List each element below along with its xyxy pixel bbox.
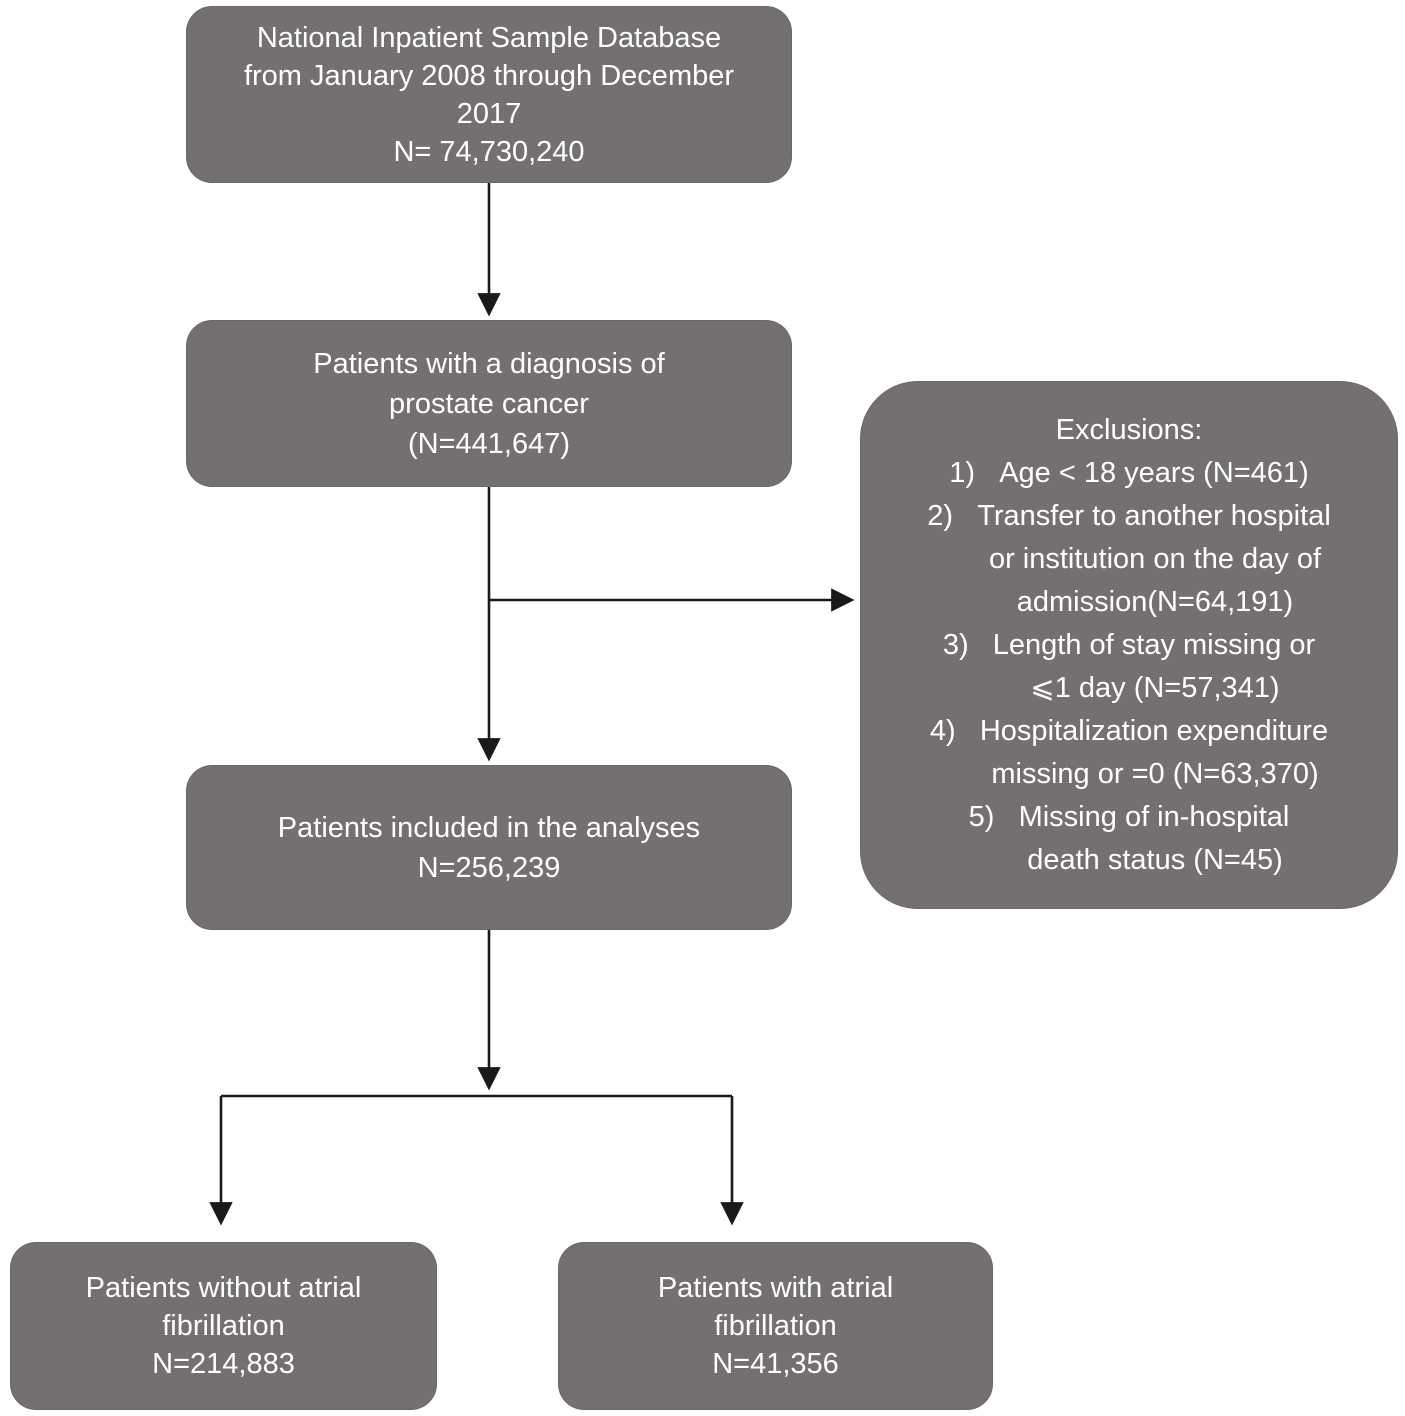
exclusion-item-5: 5) Missing of in-hospital — [968, 800, 1290, 833]
included-box-count: N=256,239 — [417, 851, 561, 884]
diagnosis-box-line-1: Patients with a diagnosis of — [313, 347, 665, 380]
source-box: National Inpatient Sample Database from … — [186, 6, 792, 183]
with-af-line-2: fibrillation — [714, 1310, 837, 1342]
without-af-box: Patients without atrial fibrillation N=2… — [10, 1242, 437, 1410]
exclusion-item-2: 2) Transfer to another hospital — [927, 499, 1331, 532]
included-box: Patients included in the analyses N=256,… — [186, 765, 792, 930]
exclusions-title: Exclusions: — [1055, 413, 1203, 446]
diagnosis-box: Patients with a diagnosis of prostate ca… — [186, 320, 792, 487]
without-af-line-1: Patients without atrial — [85, 1272, 362, 1304]
source-box-line-2: from January 2008 through December — [243, 59, 735, 92]
diagnosis-box-line-2: prostate cancer — [389, 387, 589, 420]
exclusion-item-3-cont-1: ⩽1 day (N=57,341) — [1030, 671, 1280, 704]
exclusion-item-4: 4) Hospitalization expenditure — [929, 714, 1329, 747]
source-box-line-1: National Inpatient Sample Database — [256, 21, 722, 54]
with-af-line-1: Patients with atrial — [657, 1272, 894, 1304]
exclusion-item-2-cont-2: admission(N=64,191) — [1016, 585, 1294, 618]
exclusions-box: Exclusions: 1) Age < 18 years (N=461) 2)… — [860, 381, 1398, 909]
with-af-box: Patients with atrial fibrillation N=41,3… — [558, 1242, 993, 1410]
with-af-count: N=41,356 — [712, 1348, 839, 1380]
exclusion-item-2-cont-1: or institution on the day of — [988, 542, 1322, 575]
source-box-count: N= 74,730,240 — [393, 135, 585, 168]
without-af-count: N=214,883 — [152, 1348, 295, 1380]
exclusion-item-4-cont-1: missing or =0 (N=63,370) — [991, 757, 1319, 790]
without-af-line-2: fibrillation — [162, 1310, 285, 1342]
source-box-line-3: 2017 — [456, 97, 522, 130]
diagnosis-box-count: (N=441,647) — [407, 427, 571, 460]
exclusion-item-5-cont-1: death status (N=45) — [1027, 843, 1283, 876]
exclusion-item-1: 1) Age < 18 years (N=461) — [949, 456, 1309, 489]
exclusion-item-3: 3) Length of stay missing or — [942, 628, 1316, 661]
included-box-line-1: Patients included in the analyses — [277, 811, 701, 844]
